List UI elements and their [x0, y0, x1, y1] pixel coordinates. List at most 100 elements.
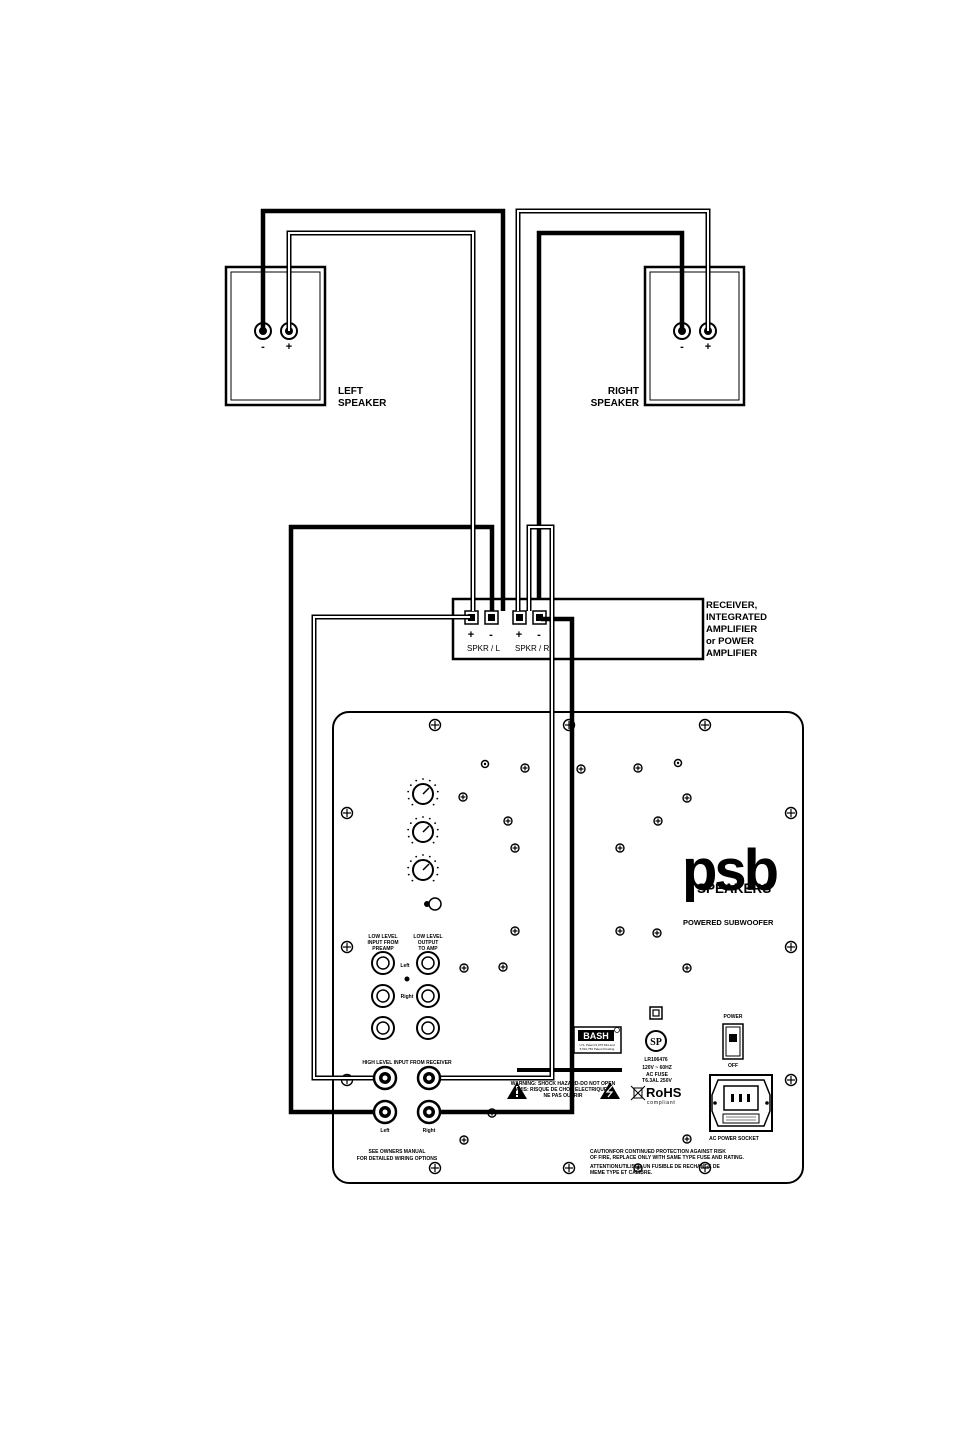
weee-bin-icon [630, 1085, 646, 1101]
low-input-label-2: INPUT FROM [367, 940, 398, 946]
receiver-label-5: AMPLIFIER [706, 648, 757, 659]
receiver-label-2: INTEGRATED [706, 612, 767, 623]
svg-text:SP: SP [650, 1037, 662, 1048]
rca-jack[interactable] [371, 951, 395, 975]
low-output-label-3: TO AMP [418, 946, 438, 952]
rca-right-label: Right [401, 994, 414, 1000]
binding-post[interactable] [372, 1065, 398, 1091]
low-input-label-3: PREAMP [372, 946, 394, 952]
rca-jack[interactable] [371, 984, 395, 1008]
low-output-label-2: OUTPUT [418, 940, 439, 946]
receiver-sign-3: + [516, 629, 522, 641]
warning-2: AVIS: RISQUE DE CHOC ELECTRIQUE - [516, 1087, 611, 1093]
screw-icon [459, 1135, 469, 1145]
rca-left-label: Left [400, 963, 410, 969]
rca-jack[interactable] [416, 951, 440, 975]
high-level-title: HIGH LEVEL INPUT FROM RECEIVER [362, 1060, 452, 1066]
caution-title: CAUTION: [590, 1149, 615, 1155]
control-knob[interactable] [407, 778, 439, 806]
left-speaker-label-2: SPEAKER [338, 398, 387, 409]
psb-speakers: SPEAKERS [697, 881, 771, 896]
warning-1: WARNING: SHOCK HAZARD-DO NOT OPEN [511, 1081, 616, 1087]
high-level-binding-posts [372, 1065, 442, 1125]
rca-jack[interactable] [416, 984, 440, 1008]
csa-certification-icon: SP [645, 1030, 667, 1052]
caution-text-1: FOR CONTINUED PROTECTION AGAINST RISK [613, 1149, 726, 1155]
subwoofer-panel [332, 711, 804, 1184]
screw-icon [520, 763, 530, 773]
psb-logo: psb [682, 838, 778, 903]
wires-negative [260, 208, 685, 1115]
screw-icon [682, 1134, 692, 1144]
owners-manual-2: FOR DETAILED WIRING OPTIONS [357, 1156, 438, 1162]
ac-power-socket[interactable] [709, 1074, 773, 1132]
screw-icon [510, 926, 520, 936]
spkr-l-label: SPKR / L [467, 644, 500, 653]
wire-left-negative [260, 208, 506, 611]
caution-text-2: OF FIRE, REPLACE ONLY WITH SAME TYPE FUS… [590, 1155, 745, 1161]
ac-socket-label: AC POWER SOCKET [709, 1136, 759, 1142]
right-speaker-label-1: RIGHT [608, 386, 639, 397]
attention-text-2: MEME TYPE ET CALIBRE. [590, 1170, 653, 1176]
screw-icon [428, 1161, 442, 1175]
screw-icon [652, 928, 662, 938]
panel-screws [340, 718, 798, 1175]
receiver-sign-1: + [468, 629, 474, 641]
double-insulation-icon [649, 1006, 663, 1020]
screw-icon [698, 1161, 712, 1175]
screw-icon [615, 843, 625, 853]
screw-icon [510, 843, 520, 853]
receiver-label-3: AMPLIFIER [706, 624, 757, 635]
rohs-sub: compliant [647, 1100, 676, 1106]
warning-triangle-icon [507, 1082, 527, 1099]
wires-positive [286, 208, 711, 1081]
rca-jacks [371, 951, 440, 1040]
binding-post[interactable] [416, 1065, 442, 1091]
attention-text-1: UTILISER UN FUSIBLE DE RECHANGE DE [619, 1164, 721, 1170]
screw-icon [784, 806, 798, 820]
screw-icon [682, 963, 692, 973]
binding-left-label: Left [380, 1128, 390, 1134]
receiver-label-1: RECEIVER, [706, 600, 757, 611]
screw-icon [428, 718, 442, 732]
right-minus-sign: - [680, 341, 684, 353]
power-label: POWER [724, 1014, 743, 1020]
screw-icon [576, 764, 586, 774]
right-speaker: - + RIGHT SPEAKER [591, 265, 746, 409]
low-input-label-1: LOW LEVEL [368, 934, 397, 940]
left-plus-sign: + [286, 341, 292, 353]
phase-switch[interactable] [424, 897, 442, 911]
fuse-label-2: T6.3AL 250V [642, 1078, 672, 1084]
receiver-label-4: or POWER [706, 636, 754, 647]
spkr-r-label: SPKR / R [515, 644, 549, 653]
spkr-l-minus-terminal[interactable] [484, 610, 499, 625]
panel-dots [404, 758, 683, 982]
screw-icon [682, 793, 692, 803]
receiver-sign-2: - [489, 629, 493, 641]
warning-3: NE PAS OUVRIR [543, 1093, 582, 1099]
fuse-label-1: AC FUSE [646, 1072, 669, 1078]
control-knob[interactable] [407, 816, 439, 844]
rca-jack[interactable] [371, 1016, 395, 1040]
owners-manual-1: SEE OWNERS MANUAL [369, 1149, 426, 1155]
control-knobs [407, 778, 439, 882]
spkr-r-plus-terminal[interactable] [512, 610, 527, 625]
screw-icon [503, 816, 513, 826]
screw-icon [562, 1161, 576, 1175]
wire-left-sub-thick [288, 524, 495, 1115]
screw-icon [633, 763, 643, 773]
receiver: + - + - SPKR / L SPKR / R RECEIVER, INTE… [451, 597, 767, 661]
voltage-label: 120V ~ 60HZ [642, 1065, 672, 1071]
screw-icon [698, 718, 712, 732]
screw-icon [458, 792, 468, 802]
left-speaker-label-1: LEFT [338, 386, 363, 397]
screw-icon [784, 940, 798, 954]
power-switch[interactable] [722, 1023, 744, 1060]
binding-post[interactable] [372, 1099, 398, 1125]
control-knob[interactable] [407, 854, 439, 882]
screw-icon [633, 1163, 643, 1173]
left-speaker: - + LEFT SPEAKER [224, 265, 387, 409]
binding-post[interactable] [416, 1099, 442, 1125]
left-minus-sign: - [261, 341, 265, 353]
rca-jack[interactable] [416, 1016, 440, 1040]
